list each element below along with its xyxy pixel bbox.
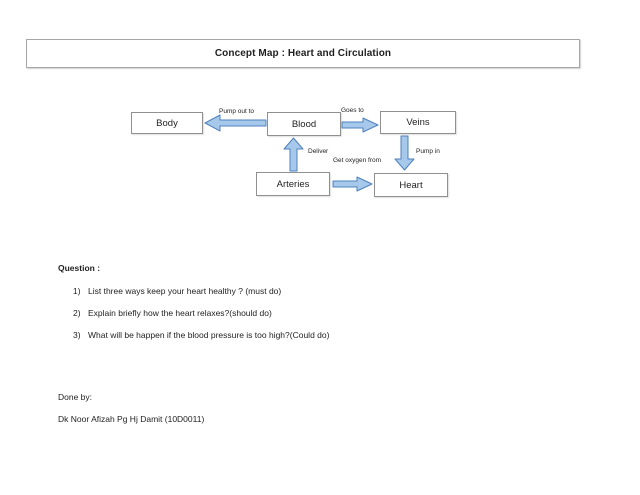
arrow-right-icon: [341, 117, 379, 133]
arrow-right-icon: [332, 176, 373, 192]
author-name: Dk Noor Afizah Pg Hj Damit (10D0011): [58, 414, 205, 424]
arrow-left-icon: [204, 114, 267, 132]
arrow-up-icon: [283, 137, 304, 172]
edge-label-pump-in: Pump in: [416, 148, 440, 155]
question-text: List three ways keep your heart healthy …: [88, 286, 282, 296]
edge-label-deliver: Deliver: [308, 148, 329, 155]
question-number: 3): [73, 330, 81, 340]
question-item: 3) What will be happen if the blood press…: [73, 330, 329, 340]
node-label: Arteries: [276, 178, 310, 190]
question-number: 1): [73, 286, 81, 296]
title-banner: Concept Map : Heart and Circulation: [26, 39, 580, 68]
node-label: Veins: [406, 117, 430, 128]
node-label: Blood: [291, 118, 317, 130]
edge-label-pump-out-to: Pump out to: [219, 108, 255, 115]
concept-node-blood: Blood: [267, 112, 341, 136]
page-title: Concept Map : Heart and Circulation: [214, 48, 392, 59]
question-text: Explain briefly how the heart relaxes?(s…: [88, 308, 272, 318]
question-item: 1) List three ways keep your heart health…: [73, 286, 281, 296]
concept-node-heart: Heart: [374, 173, 448, 197]
question-number: 2): [73, 308, 81, 318]
edge-label-goes-to: Goes to: [341, 107, 364, 114]
done-by-label: Done by:: [58, 392, 93, 402]
arrow-down-icon: [394, 135, 415, 171]
question-heading: Question :: [58, 263, 101, 273]
concept-node-arteries: Arteries: [256, 172, 330, 196]
concept-node-body: Body: [131, 112, 203, 134]
node-label: Heart: [399, 179, 423, 191]
concept-node-veins: Veins: [380, 111, 456, 134]
node-label: Body: [156, 117, 178, 129]
edge-label-get-oxygen-from: Get oxygen from: [333, 157, 382, 164]
question-item: 2) Explain briefly how the heart relaxes?…: [73, 308, 272, 318]
question-text: What will be happen if the blood pressur…: [88, 330, 330, 340]
